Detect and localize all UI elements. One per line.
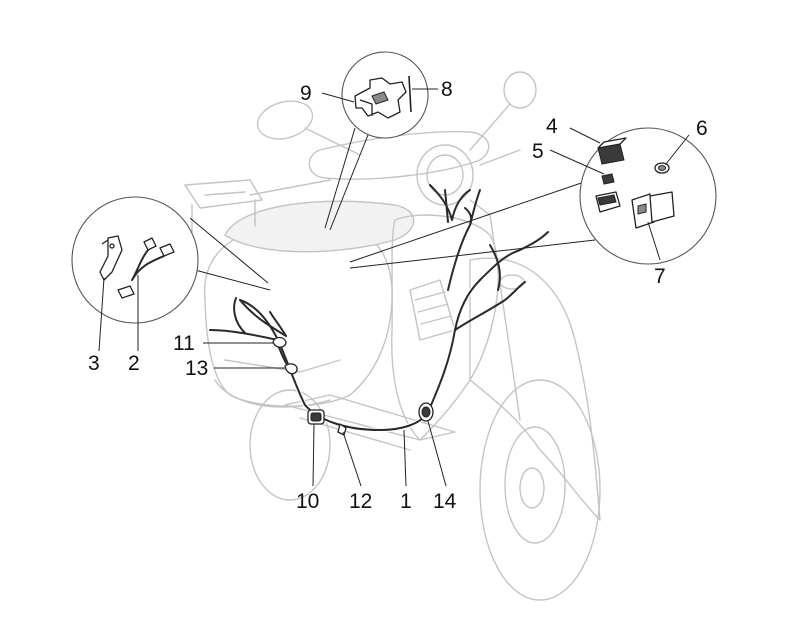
label-4: 4 — [546, 115, 558, 138]
callout-right — [349, 127, 717, 269]
main-wiring-harness — [209, 184, 549, 433]
pin-part-8 — [408, 75, 412, 113]
label-leaders — [98, 88, 690, 487]
part-labels: 9 8 4 5 6 7 3 2 11 13 10 12 1 14 — [88, 78, 708, 513]
label-1: 1 — [400, 490, 412, 513]
callout-top — [324, 51, 429, 231]
sensor-part-2 — [143, 237, 157, 251]
bracket-part-3 — [99, 235, 123, 281]
label-3: 3 — [88, 352, 100, 375]
label-10: 10 — [296, 490, 319, 513]
label-11: 11 — [173, 332, 195, 355]
label-5: 5 — [532, 140, 544, 163]
label-2: 2 — [128, 352, 140, 375]
clip-11-shape — [272, 336, 287, 348]
fuse-part-5 — [601, 173, 615, 185]
label-13: 13 — [185, 357, 208, 380]
label-6: 6 — [696, 117, 708, 140]
clip-13-shape — [284, 363, 298, 375]
label-9: 9 — [300, 82, 312, 105]
harness-connectors — [272, 336, 434, 436]
label-8: 8 — [441, 78, 453, 101]
callout-left — [71, 196, 271, 324]
label-12: 12 — [349, 490, 372, 513]
label-14: 14 — [433, 490, 457, 513]
label-7: 7 — [654, 265, 666, 288]
